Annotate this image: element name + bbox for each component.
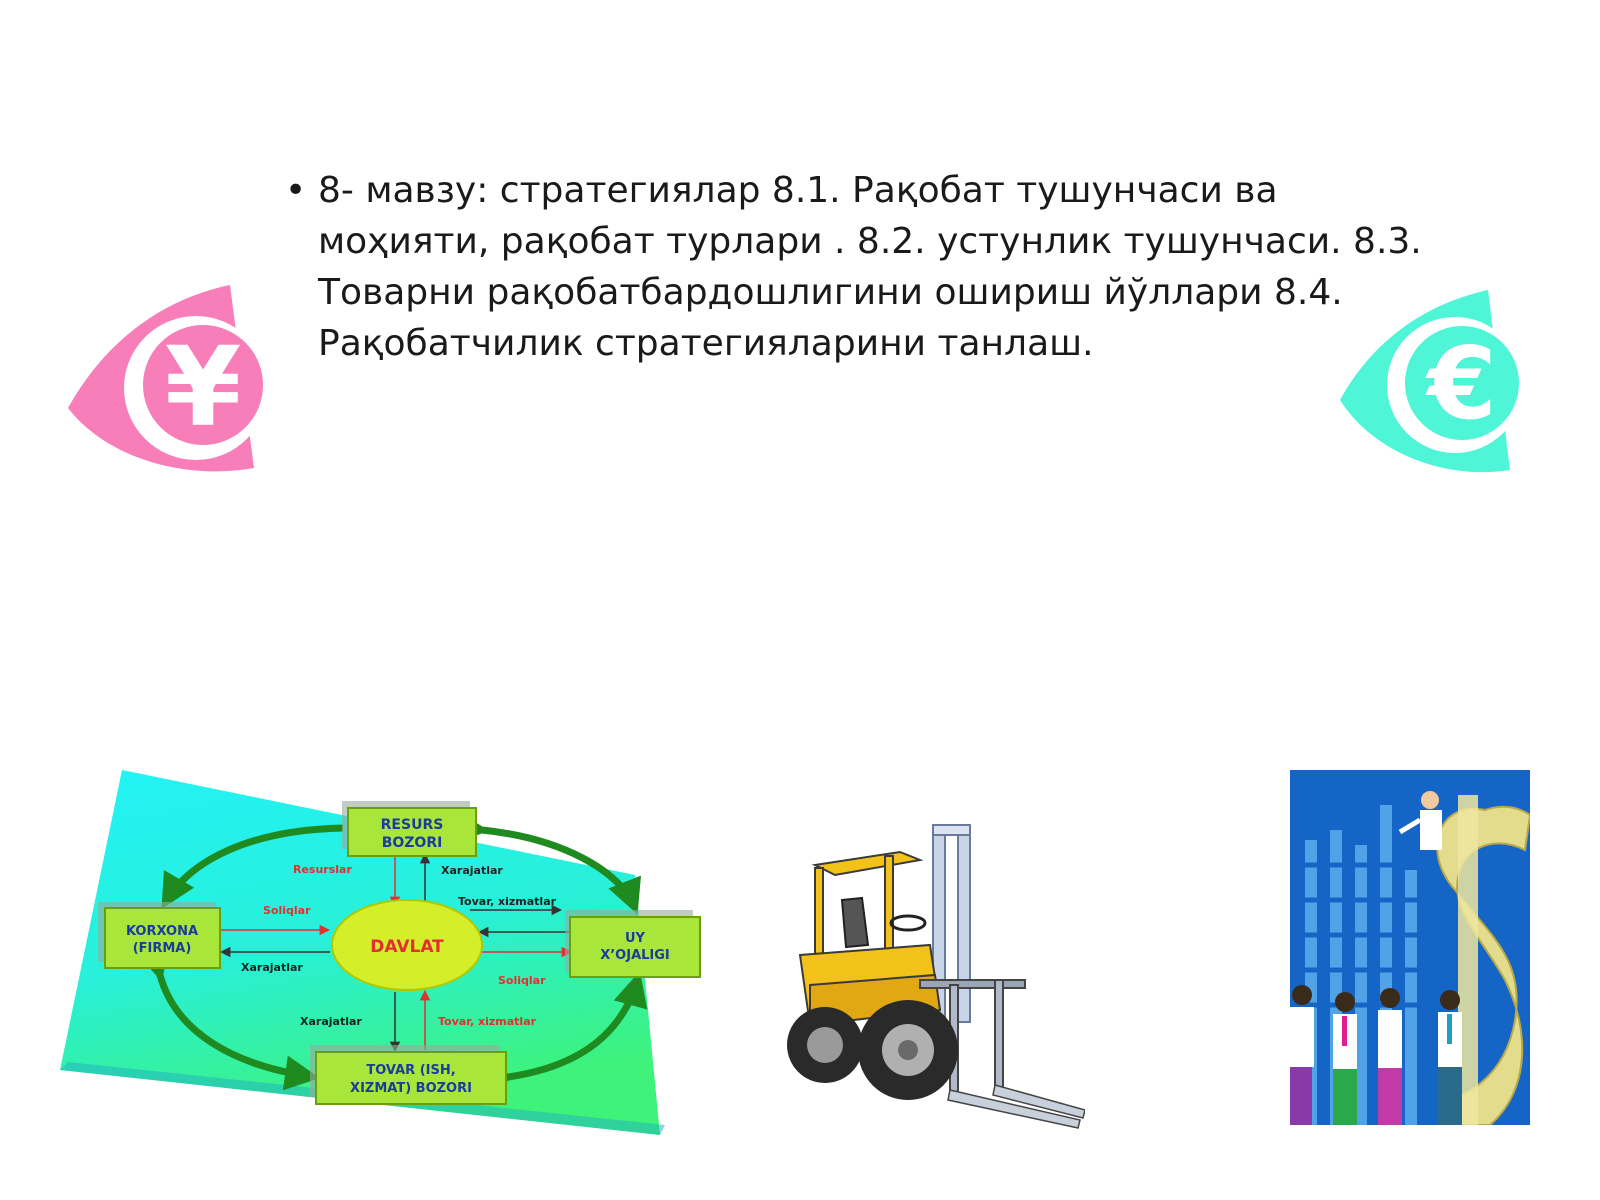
euro-symbol: € xyxy=(1425,325,1497,442)
node-goods-line1: TOVAR (ISH, xyxy=(366,1063,455,1078)
flow-arrow-top-left xyxy=(161,824,344,910)
node-resource-line2: BOZORI xyxy=(382,835,443,851)
label-resources: Resurslar xyxy=(293,863,352,876)
slide-body: • 8- мавзу: стратегиялар 8.1. Рақобат ту… xyxy=(285,165,1455,369)
node-goods-line2: XIZMAT) BOZORI xyxy=(350,1081,472,1096)
label-taxes-right: Soliqlar xyxy=(498,974,546,987)
bullet-marker: • xyxy=(285,170,307,211)
forklift-image xyxy=(787,824,1085,1129)
circular-flow-diagram: DAVLAT RESURS BOZORI KORXONA (FIRMA) UY … xyxy=(60,770,701,1135)
topic-text: 8- мавзу: стратегиялар 8.1. Рақобат тушу… xyxy=(318,170,1422,364)
node-firm-line1: KORXONA xyxy=(126,924,198,939)
label-expenses-top: Xarajatlar xyxy=(441,864,503,877)
node-firm xyxy=(104,907,221,969)
center-node-davlat xyxy=(331,899,483,991)
node-firm-line2: (FIRMA) xyxy=(133,941,192,956)
flow-arrow-top-right xyxy=(452,809,641,915)
node-resource-line1: RESURS xyxy=(381,817,444,833)
yen-symbol: ¥ xyxy=(165,323,242,451)
label-expenses-left: Xarajatlar xyxy=(241,961,303,974)
node-household-line1: UY xyxy=(625,931,646,946)
center-label: DAVLAT xyxy=(370,937,444,957)
node-goods-market xyxy=(315,1051,507,1105)
euro-eye-icon: € xyxy=(1340,290,1523,473)
yen-eye-icon: ¥ xyxy=(68,285,268,472)
node-resource-market xyxy=(347,807,477,857)
business-dollar-image xyxy=(1290,770,1530,1125)
label-goods-services-bottom: Tovar, xizmatlar xyxy=(438,1015,537,1028)
flow-arrow-bottom-left xyxy=(135,943,320,1091)
node-household-line2: X’OJALIGI xyxy=(600,948,670,963)
node-household xyxy=(569,916,701,978)
label-taxes-left: Soliqlar xyxy=(263,904,311,917)
label-expenses-bottom: Xarajatlar xyxy=(300,1015,362,1028)
label-goods-services-top: Tovar, xizmatlar xyxy=(458,895,557,908)
flow-arrow-bottom-right xyxy=(477,971,648,1099)
